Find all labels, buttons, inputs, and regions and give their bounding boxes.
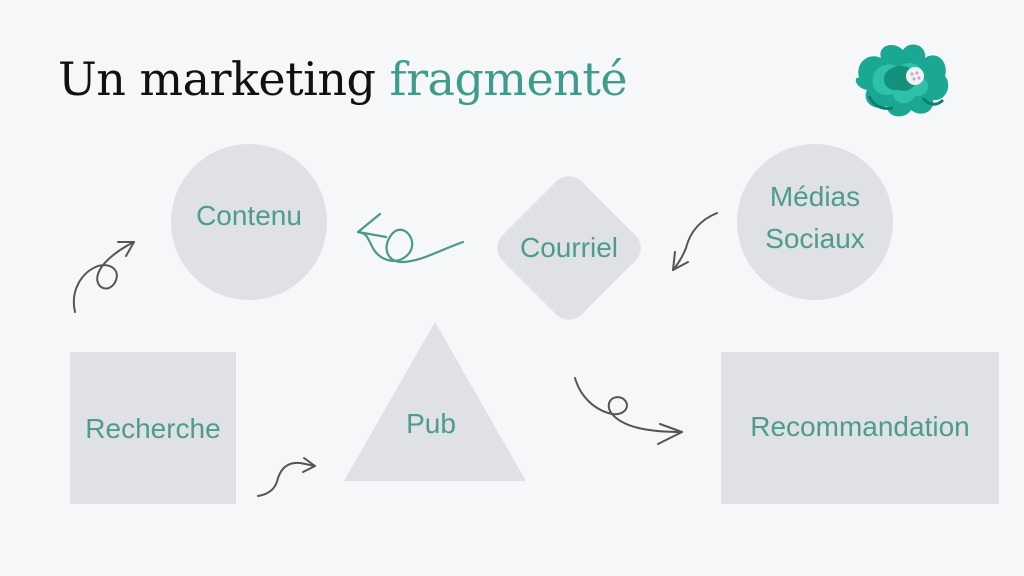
node-contenu-label: Contenu — [196, 200, 302, 231]
node-recherche-label: Recherche — [85, 413, 221, 444]
arrow-medias-to-courriel — [672, 212, 718, 271]
arrow-courriel-to-contenu — [356, 212, 465, 264]
arrow-recherche-to-contenu — [72, 241, 135, 313]
node-contenu: Contenu — [171, 144, 327, 300]
node-medias-line1: Médias — [769, 181, 861, 212]
node-recherche: Recherche — [70, 352, 236, 504]
node-medias-sociaux: Médias Sociaux — [737, 144, 893, 300]
arrow-courriel-to-recommandation — [574, 377, 683, 445]
node-pub-label: Pub — [406, 408, 456, 439]
node-recommandation: Recommandation — [721, 352, 999, 504]
node-courriel-label: Courriel — [519, 232, 619, 263]
node-medias-line2: Sociaux — [765, 223, 865, 254]
node-recommandation-label: Recommandation — [750, 411, 970, 442]
arrow-recherche-to-pub — [257, 457, 316, 497]
page-title: Un marketing fragmenté — [58, 56, 628, 102]
node-courriel: Courriel — [489, 168, 649, 328]
title-accent: fragmenté — [389, 52, 628, 106]
title-main: Un marketing — [58, 52, 376, 106]
